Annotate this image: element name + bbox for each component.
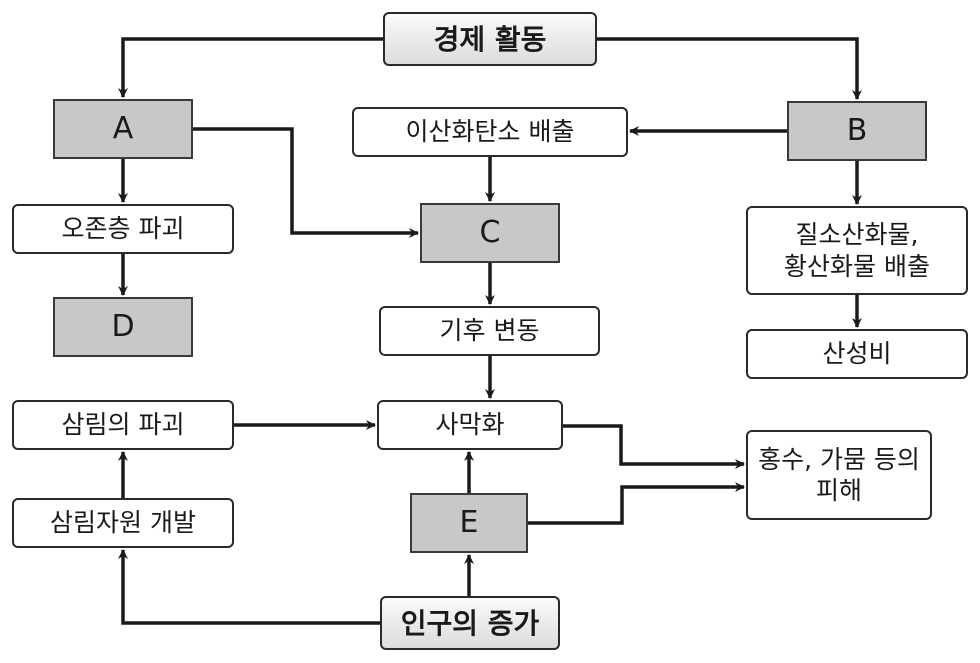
node-label: 경제 활동 — [433, 22, 547, 56]
node-label: A — [112, 111, 134, 147]
arrow-econ-to-a — [118, 37, 383, 98]
node-ozone-destruction: 오존층 파괴 — [12, 204, 234, 254]
node-label: 사막화 — [435, 410, 505, 440]
node-population-growth: 인구의 증가 — [380, 596, 560, 650]
node-label-line1: 질소산화물, — [795, 220, 919, 250]
node-co2-emission: 이산화탄소 배출 — [352, 107, 628, 157]
arrow-desert-to-damage — [563, 424, 745, 469]
arrow-a-to-c — [193, 127, 419, 238]
node-label-line2: 황산화물 배출 — [784, 251, 930, 281]
node-b: B — [787, 101, 927, 161]
node-label: 오존층 파괴 — [61, 214, 185, 244]
node-acid-rain: 산성비 — [746, 329, 968, 379]
node-label: 이산화탄소 배출 — [405, 117, 575, 147]
node-label: 인구의 증가 — [400, 606, 540, 640]
arrow-econ-to-b — [597, 37, 862, 100]
node-climate-change: 기후 변동 — [379, 306, 600, 356]
arrow-e-to-damage — [528, 482, 745, 525]
node-label-line2: 피해 — [815, 476, 862, 505]
node-label: 삼림자원 개발 — [50, 508, 196, 538]
node-economic-activity: 경제 활동 — [383, 12, 597, 66]
node-e: E — [410, 493, 528, 553]
node-d: D — [53, 297, 193, 357]
node-nox-sox-emission: 질소산화물, 황산화물 배출 — [746, 206, 968, 295]
node-desertification: 사막화 — [377, 400, 563, 450]
node-label: 기후 변동 — [439, 316, 540, 346]
node-c: C — [420, 203, 560, 263]
node-label: 산성비 — [822, 339, 892, 369]
node-forest-destruction: 삼림의 파괴 — [12, 400, 234, 450]
node-label: E — [459, 505, 479, 541]
node-label: 삼림의 파괴 — [61, 410, 185, 440]
node-label: D — [111, 309, 135, 345]
node-a: A — [53, 99, 193, 159]
node-label: C — [479, 215, 501, 251]
node-flood-drought-damage: 홍수, 가뭄 등의 피해 — [746, 430, 932, 520]
arrow-pop-to-devel — [118, 549, 380, 625]
node-label-line1: 홍수, 가뭄 등의 — [758, 444, 920, 474]
node-forest-development: 삼림자원 개발 — [12, 498, 234, 548]
node-label: B — [846, 113, 868, 149]
